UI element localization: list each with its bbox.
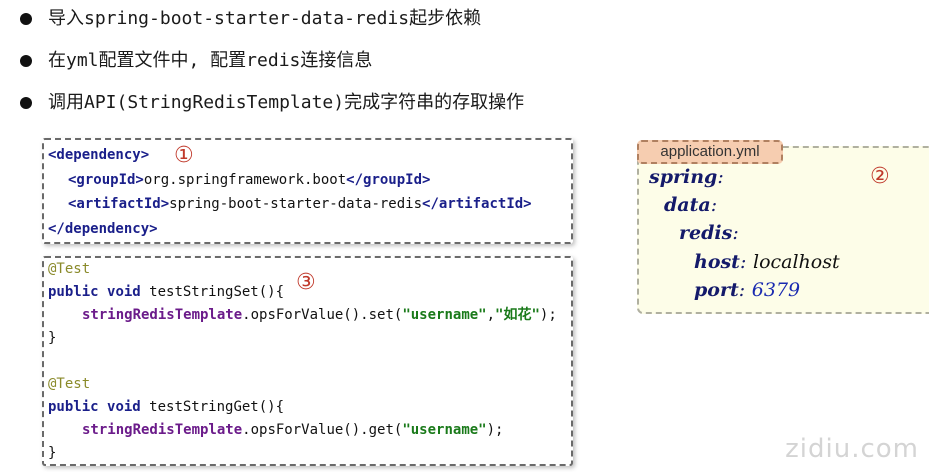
bullet-dot (20, 55, 32, 67)
method-signature-set: testStringSet(){ (140, 284, 285, 300)
bullet-list: 导入spring-boot-starter-data-redis起步依赖 在ym… (18, 4, 524, 130)
yml-config-box: spring: data: redis: host: localhost por… (637, 146, 929, 314)
artifactid-value: spring-boot-starter-data-redis (169, 196, 423, 212)
yml-line-redis: redis: (679, 220, 739, 246)
test-annotation: @Test (48, 261, 91, 277)
yml-colon: : (739, 251, 747, 273)
yml-value-port: 6379 (751, 279, 801, 301)
call-end: ); (486, 422, 504, 438)
dependency-open-tag: <dependency> (48, 147, 150, 163)
yml-key: redis (679, 222, 733, 244)
bullet-item: 导入spring-boot-starter-data-redis起步依赖 (18, 4, 524, 46)
groupid-close-tag: </groupId> (346, 172, 431, 188)
keyword-public: public (48, 399, 99, 415)
bullet-item: 在yml配置文件中, 配置redis连接信息 (18, 46, 524, 88)
string-literal: "如花" (495, 307, 540, 323)
yml-line-port: port: 6379 (694, 277, 800, 303)
bullet-dot (20, 97, 32, 109)
bullet-dot (20, 13, 32, 25)
comma: , (486, 307, 496, 323)
yml-line-host: host: localhost (694, 249, 840, 275)
close-brace: } (48, 330, 57, 346)
yml-colon: : (710, 194, 718, 216)
bullet-item: 调用API(StringRedisTemplate)完成字符串的存取操作 (18, 88, 524, 130)
keyword-void: void (107, 284, 141, 300)
yml-key: data (664, 194, 711, 216)
close-brace: } (48, 445, 57, 461)
get-call: .opsForValue().get( (242, 422, 403, 438)
test-annotation: @Test (48, 376, 91, 392)
bullet-text: 调用API(StringRedisTemplate)完成字符串的存取操作 (48, 92, 525, 113)
artifactid-close-tag: </artifactId> (422, 196, 532, 212)
yml-key: port (694, 279, 739, 301)
yml-key: spring (649, 166, 718, 188)
keyword-public: public (48, 284, 99, 300)
string-literal: "username" (402, 422, 487, 438)
yml-colon: : (717, 166, 724, 188)
method-signature-get: testStringGet(){ (140, 399, 285, 415)
yml-value-host: localhost (753, 251, 840, 273)
string-literal: "username" (402, 307, 487, 323)
call-end: ); (539, 307, 557, 323)
keyword-void: void (107, 399, 141, 415)
bullet-text: 导入spring-boot-starter-data-redis起步依赖 (48, 8, 482, 29)
artifactid-open-tag: <artifactId> (68, 196, 170, 212)
dependency-close-tag: </dependency> (48, 221, 158, 237)
marker-three: ③ (296, 270, 316, 295)
dependency-code-block: <dependency> <groupId>org.springframewor… (42, 138, 573, 244)
groupid-value: org.springframework.boot (143, 172, 347, 188)
marker-two: ② (870, 164, 890, 189)
template-variable: stringRedisTemplate (82, 307, 243, 323)
test-code-block: @Test public void testStringSet(){ strin… (42, 256, 573, 466)
yml-colon: : (732, 222, 739, 244)
yml-line-data: data: (664, 192, 717, 218)
yml-line-spring: spring: (649, 164, 724, 190)
watermark: zidiu.com (785, 434, 919, 464)
template-variable: stringRedisTemplate (82, 422, 243, 438)
yml-colon: : (738, 279, 746, 301)
marker-one: ① (174, 143, 194, 168)
bullet-text: 在yml配置文件中, 配置redis连接信息 (48, 50, 373, 71)
set-call: .opsForValue().set( (242, 307, 403, 323)
yml-filename-tab: application.yml (637, 140, 783, 164)
yml-key: host (694, 251, 740, 273)
groupid-open-tag: <groupId> (68, 172, 144, 188)
